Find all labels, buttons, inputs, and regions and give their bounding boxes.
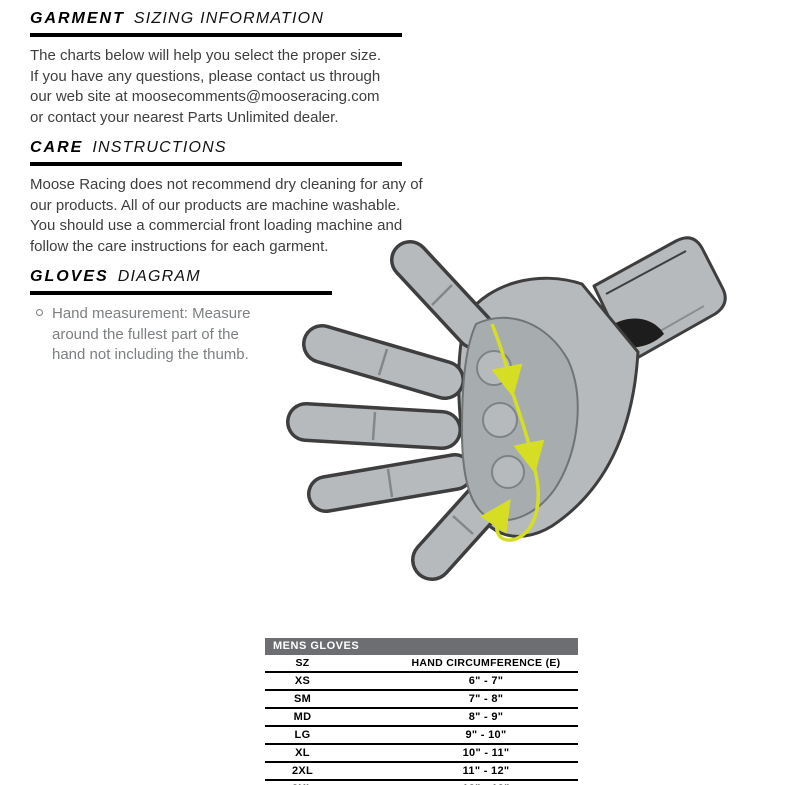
table-row: XL 10" - 11" <box>265 745 578 763</box>
care-instructions-paragraph: Moose Racing does not recommend dry clea… <box>30 176 423 255</box>
circumference-cell: 10" - 11" <box>462 746 510 759</box>
glove-illustration <box>280 232 728 582</box>
section-gloves-diagram: GLOVES DIAGRAM Hand measurement: Measure… <box>30 268 786 366</box>
size-cell: MD <box>293 710 312 723</box>
heading-rule <box>30 33 402 37</box>
table-row: LG 9" - 10" <box>265 727 578 745</box>
heading-rule <box>30 162 402 166</box>
circumference-cell: 11" - 12" <box>462 764 510 777</box>
mens-gloves-size-chart: MENS GLOVES SZ HAND CIRCUMFERENCE (E) XS… <box>265 637 578 785</box>
circumference-cell: 12" - 13" <box>340 783 578 785</box>
size-cell: 3XL <box>265 783 340 785</box>
section-garment-sizing: GARMENT SIZING INFORMATION The charts be… <box>30 10 786 128</box>
size-cell: XL <box>295 746 310 759</box>
heading-word-care: CARE <box>30 139 84 156</box>
size-cell: SM <box>293 692 312 705</box>
garment-sizing-paragraph: The charts below will help you select th… <box>30 47 382 126</box>
size-cell: LG <box>294 728 311 741</box>
measurement-arrows <box>480 323 545 542</box>
bullet-icon <box>36 309 43 316</box>
circumference-cell: 6" - 7" <box>468 674 504 687</box>
care-instructions-heading: CARE INSTRUCTIONS <box>30 139 786 157</box>
table-row: SM 7" - 8" <box>265 691 578 709</box>
table-row: 3XL12" - 13" <box>265 781 578 785</box>
heading-word-gloves: GLOVES <box>30 268 109 285</box>
finger-joint-lines <box>371 284 474 535</box>
size-chart-header-row: SZ HAND CIRCUMFERENCE (E) <box>265 655 578 673</box>
heading-word-garment: GARMENT <box>30 10 125 27</box>
hand-measurement-note: Hand measurement: Measure around the ful… <box>30 304 786 366</box>
size-cell: 2XL <box>291 764 314 777</box>
column-header-hand-circumference: HAND CIRCUMFERENCE (E) <box>411 656 561 669</box>
hand-measurement-text: Hand measurement: Measure around the ful… <box>52 305 251 363</box>
size-cell: XS <box>294 674 311 687</box>
table-row: XS 6" - 7" <box>265 673 578 691</box>
heading-rule <box>30 291 332 295</box>
section-care-instructions: CARE INSTRUCTIONS Moose Racing does not … <box>30 139 786 257</box>
glove-diagram-svg <box>286 236 727 581</box>
size-chart-rows: XS 6" - 7" SM 7" - 8" MD 8" - 9" LG 9" - 10" XL 1… <box>265 673 578 785</box>
garment-sizing-heading: GARMENT SIZING INFORMATION <box>30 10 786 28</box>
heading-word-instructions: INSTRUCTIONS <box>92 139 227 156</box>
circumference-cell: 7" - 8" <box>468 692 504 705</box>
table-row: MD 8" - 9" <box>265 709 578 727</box>
circumference-cell: 9" - 10" <box>465 728 507 741</box>
column-header-sz: SZ <box>295 656 310 669</box>
circumference-cell: 8" - 9" <box>468 710 504 723</box>
heading-word-sizing-information: SIZING INFORMATION <box>133 10 325 27</box>
heading-word-diagram: DIAGRAM <box>117 268 201 285</box>
gloves-diagram-heading: GLOVES DIAGRAM <box>30 268 786 286</box>
size-chart-title: MENS GLOVES <box>265 637 578 655</box>
table-row: 2XL 11" - 12" <box>265 763 578 781</box>
